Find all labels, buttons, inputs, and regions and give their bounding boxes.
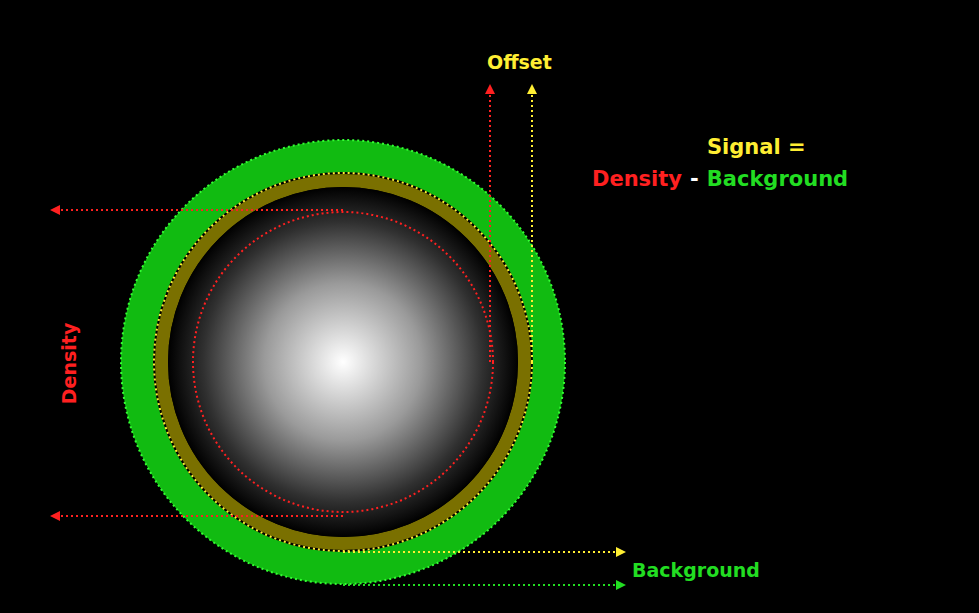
density-arrow bbox=[52, 515, 343, 517]
density-arrow bbox=[52, 209, 343, 211]
background-ring bbox=[137, 156, 549, 568]
offset-ring bbox=[162, 181, 525, 544]
formula-operator: - bbox=[690, 168, 699, 191]
offset-arrow bbox=[489, 86, 491, 362]
background-label: Background bbox=[632, 560, 760, 581]
background-outer-edge bbox=[121, 140, 565, 584]
offset-edge bbox=[154, 173, 532, 551]
background-arrow bbox=[343, 584, 624, 586]
offset-arrow bbox=[531, 86, 533, 362]
formula-term: Signal = bbox=[707, 136, 806, 159]
density-circle bbox=[193, 212, 493, 512]
spot-sphere bbox=[168, 187, 518, 537]
density-label: Density bbox=[60, 322, 81, 403]
background-arrow bbox=[343, 551, 624, 553]
offset-label: Offset bbox=[487, 52, 552, 73]
formula-term: Density bbox=[592, 168, 682, 191]
formula-term: Background bbox=[707, 168, 848, 191]
